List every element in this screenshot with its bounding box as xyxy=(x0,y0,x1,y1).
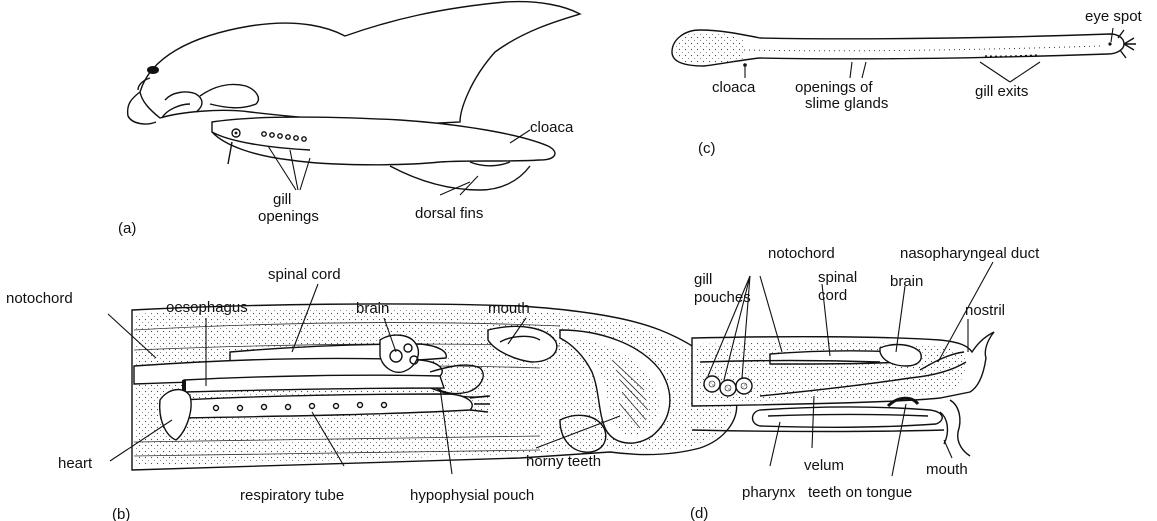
label-d-nostril: nostril xyxy=(965,302,1005,319)
label-b-mouth: mouth xyxy=(488,300,530,317)
label-a-cloaca: cloaca xyxy=(530,119,574,136)
label-b-brain: brain xyxy=(356,300,389,317)
label-b-horny-teeth: horny teeth xyxy=(526,453,601,470)
panel-d: notochord nasopharyngeal duct gill pouch… xyxy=(690,245,1040,521)
label-d-spinal-cord-1: spinal xyxy=(818,269,857,286)
label-a-dorsal-fins: dorsal fins xyxy=(415,205,483,222)
label-d-gill-pouches-1: gill xyxy=(694,271,712,288)
panel-b: spinal cord oesophagus brain mouth notoc… xyxy=(6,266,737,521)
panel-a: cloaca gill openings dorsal fins (a) xyxy=(118,2,580,237)
panel-a-tag: (a) xyxy=(118,220,136,237)
label-c-cloaca: cloaca xyxy=(712,79,756,96)
label-b-hypophysial-pouch: hypophysial pouch xyxy=(410,487,534,504)
fish-body-outline xyxy=(128,2,580,190)
label-c-gill-exits: gill exits xyxy=(975,83,1028,100)
label-c-eye-spot: eye spot xyxy=(1085,8,1143,25)
label-a-gill-openings-1: gill xyxy=(273,191,291,208)
label-b-respiratory-tube: respiratory tube xyxy=(240,487,344,504)
label-b-oesophagus: oesophagus xyxy=(166,299,248,316)
label-d-spinal-cord-2: cord xyxy=(818,287,847,304)
label-c-slime-glands-2: slime glands xyxy=(805,95,888,112)
panel-d-tag: (d) xyxy=(690,505,708,521)
label-d-brain: brain xyxy=(890,273,923,290)
label-d-mouth: mouth xyxy=(926,461,968,478)
hagfish-section xyxy=(692,332,994,456)
panel-c: eye spot cloaca openings of slime glands… xyxy=(672,8,1143,157)
label-d-pharynx: pharynx xyxy=(742,484,796,501)
label-b-spinal-cord: spinal cord xyxy=(268,266,341,283)
label-b-notochord: notochord xyxy=(6,290,73,307)
panel-b-tag: (b) xyxy=(112,506,130,521)
hagfish-body-outline xyxy=(672,30,1136,67)
label-b-heart: heart xyxy=(58,455,93,472)
label-d-nasopharyngeal-duct: nasopharyngeal duct xyxy=(900,245,1040,262)
label-c-slime-glands-1: openings of xyxy=(795,79,873,96)
panel-c-tag: (c) xyxy=(698,140,716,157)
label-d-teeth-on-tongue: teeth on tongue xyxy=(808,484,912,501)
label-d-notochord: notochord xyxy=(768,245,835,262)
lamprey-section xyxy=(132,304,737,470)
label-d-velum: velum xyxy=(804,457,844,474)
label-d-gill-pouches-2: pouches xyxy=(694,289,751,306)
label-a-gill-openings-2: openings xyxy=(258,208,319,225)
